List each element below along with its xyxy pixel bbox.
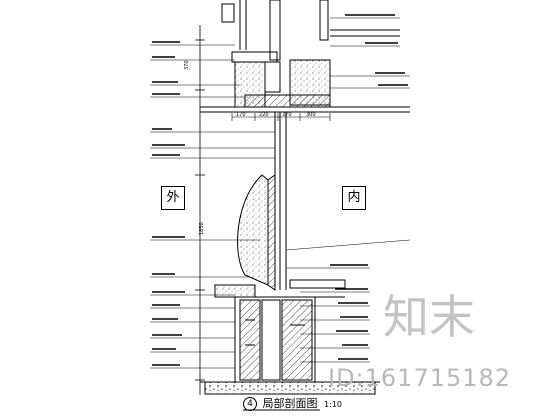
base-cabinet: [234, 296, 316, 383]
top-window-frame: [221, 0, 400, 61]
watermark-id: ID:161715182: [328, 364, 512, 392]
caption-scale: 1:10: [324, 400, 342, 409]
center-glass-mullion: [274, 112, 287, 290]
watermark-logo: 知末: [383, 290, 475, 344]
dim-top-3: 370: [282, 112, 292, 118]
inside-label: 内: [342, 186, 366, 210]
detail-number: 4: [243, 397, 257, 411]
drawing-caption: 4 局部剖面图 1:10: [243, 395, 342, 411]
dim-top-4: 300: [306, 112, 316, 118]
watermark-logo-text: 知末: [383, 290, 475, 344]
outside-label: 外: [161, 186, 185, 210]
upper-beam: [200, 51, 410, 113]
dimension-row-top: [231, 113, 331, 121]
dim-top-1: 170: [236, 112, 246, 118]
curved-wall-section: [237, 174, 276, 291]
side-dim-2: 1850: [199, 222, 205, 235]
side-dim-1: 370: [184, 60, 190, 70]
caption-title: 局部剖面图: [262, 397, 318, 410]
dim-top-2: 220: [259, 112, 269, 118]
ground-slab: [200, 381, 380, 395]
leader-text-stubs-left: [152, 41, 185, 366]
left-elevation-line: [195, 25, 205, 395]
leader-text-stubs-right: [330, 14, 408, 360]
